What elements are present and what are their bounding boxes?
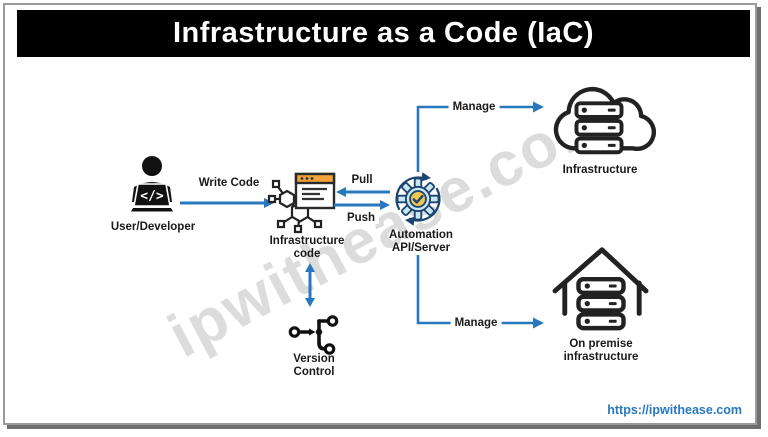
outer-frame (3, 3, 757, 425)
site-url: https://ipwithease.com (607, 403, 742, 417)
git-branch-icon (288, 309, 340, 355)
pull-arrow (336, 186, 390, 198)
house-servers-icon (552, 240, 650, 334)
version-control-double-arrow (303, 262, 317, 308)
write-code-arrow (180, 197, 274, 209)
manage-bottom-label: Manage (450, 317, 502, 329)
cloud-servers-icon (550, 70, 656, 164)
version-control-label: Version Control (293, 353, 335, 378)
svg-text:</>: </> (140, 189, 164, 204)
pull-label: Pull (347, 174, 377, 186)
cloud-infrastructure-label: Infrastructure (562, 164, 638, 176)
gear-sync-check-icon (390, 171, 446, 227)
automation-api-server-label: Automation API/Server (389, 229, 453, 254)
write-code-label: Write Code (194, 177, 264, 189)
push-arrow (334, 199, 390, 211)
code-window-network-icon (267, 172, 338, 234)
push-label: Push (342, 212, 380, 224)
page-title: Infrastructure as a Code (IaC) (172, 17, 595, 49)
title-bar: Infrastructure as a Code (IaC) (17, 10, 750, 57)
user-developer-label: User/Developer (110, 221, 196, 233)
developer-laptop-icon: </> (127, 156, 177, 220)
on-premise-infrastructure-label: On premise infrastructure (563, 338, 639, 363)
infrastructure-code-label: Infrastructure code (269, 235, 345, 260)
manage-top-label: Manage (448, 101, 500, 113)
